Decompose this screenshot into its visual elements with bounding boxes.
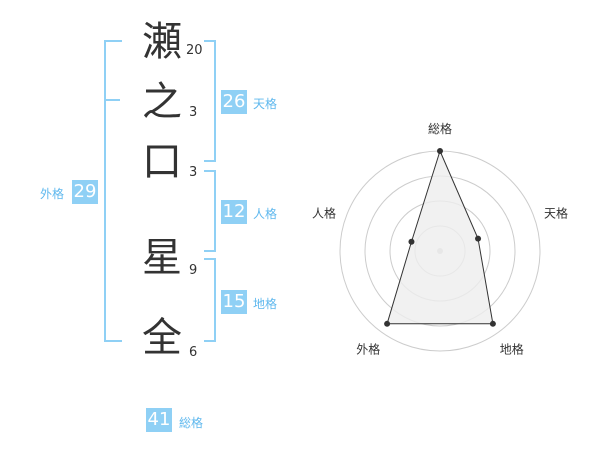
radar-axis-label-4: 外格 — [356, 342, 380, 357]
stroke-count-5: 6 — [189, 345, 198, 360]
chikaku-bracket — [204, 258, 216, 342]
stroke-count-3: 3 — [189, 165, 198, 180]
tenkaku-bracket — [204, 40, 216, 162]
name-char-1: 瀬 — [142, 19, 182, 65]
stroke-count-2: 3 — [189, 105, 198, 120]
gaikaku-value: 29 — [72, 180, 98, 204]
gaikaku-label: 外格 — [40, 187, 65, 201]
name-char-3: 口 — [142, 139, 182, 185]
jinkaku-bracket — [204, 170, 216, 252]
tenkaku-value: 26 — [221, 90, 247, 114]
tenkaku-label: 天格 — [253, 97, 278, 111]
name-char-5: 全 — [142, 315, 182, 361]
radar-point-4 — [384, 320, 391, 327]
stroke-count-4: 9 — [189, 263, 198, 278]
gaikaku-bracket-tick — [104, 99, 120, 101]
radar-axis-label-3: 地格 — [500, 342, 524, 357]
jinkaku-value: 12 — [221, 200, 247, 224]
radar-point-2 — [475, 235, 482, 242]
radar-point-3 — [489, 320, 496, 327]
radar-axis-label-1: 総格 — [428, 121, 452, 136]
radar-axis-label-5: 人格 — [312, 205, 336, 220]
chikaku-value: 15 — [221, 290, 247, 314]
stroke-count-1: 20 — [186, 43, 203, 58]
soukaku-value: 41 — [146, 408, 172, 432]
radar-polygon — [386, 149, 494, 325]
gaikaku-bracket — [104, 40, 122, 342]
radar-axis-label-2: 天格 — [544, 205, 568, 220]
radar-point-1 — [437, 148, 443, 154]
name-char-4: 星 — [142, 235, 182, 281]
name-char-2: 之 — [142, 79, 182, 125]
soukaku-label: 総格 — [179, 416, 204, 430]
radar-point-5 — [408, 238, 415, 245]
jinkaku-label: 人格 — [253, 207, 278, 221]
chikaku-label: 地格 — [253, 297, 278, 311]
